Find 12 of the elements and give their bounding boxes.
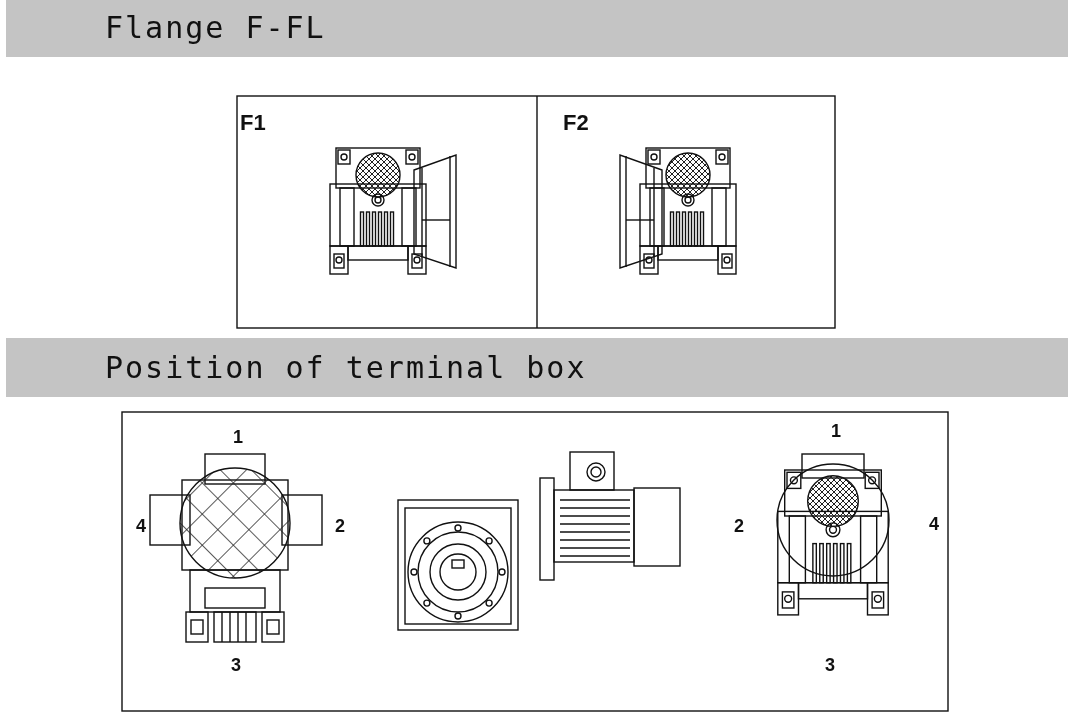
position-number: 2 bbox=[335, 516, 345, 537]
position-number: 3 bbox=[231, 655, 241, 676]
position-number: 3 bbox=[825, 655, 835, 676]
view-label: F1 bbox=[240, 110, 266, 136]
position-number: 2 bbox=[734, 516, 744, 537]
section-heading: Position of terminal box bbox=[105, 350, 587, 385]
position-number: 4 bbox=[136, 516, 146, 537]
position-number: 1 bbox=[831, 421, 841, 442]
view-label: F2 bbox=[563, 110, 589, 136]
position-number: 1 bbox=[233, 427, 243, 448]
position-number: 4 bbox=[929, 514, 939, 535]
section-heading: Flange F-FL bbox=[105, 10, 326, 45]
